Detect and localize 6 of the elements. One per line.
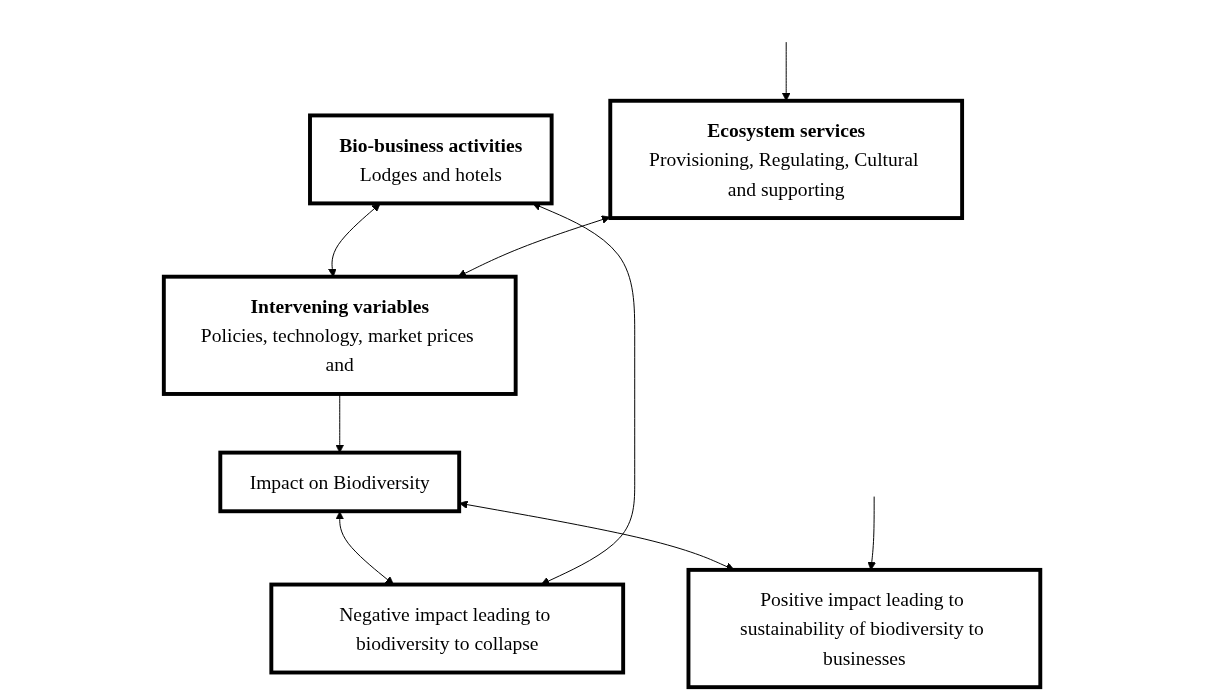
node-box: Negative impact leading to biodiversity to collapse xyxy=(269,582,626,675)
node-box: Intervening variables Policies, technology, market prices and xyxy=(162,274,519,396)
node-box: Ecosystem services Provisioning, Regulating, Cultural and supporting xyxy=(608,98,965,220)
node-box: Impact on Biodiversity xyxy=(218,450,462,514)
node-box: Bio-business activities Lodges and hotels xyxy=(308,113,555,206)
node-box: Positive impact leading to sustainability of biodiversity to businesses xyxy=(686,567,1043,690)
